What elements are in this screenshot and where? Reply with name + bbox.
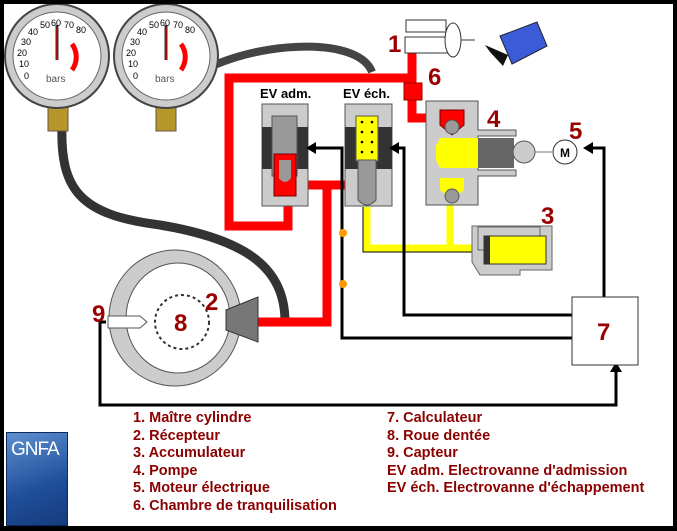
cam-icon xyxy=(512,140,536,164)
receptor xyxy=(225,296,259,343)
ecu-box xyxy=(571,296,639,366)
legend-item: 2. Récepteur xyxy=(133,427,221,444)
diagram-canvas: EV adm. EV éch. M xyxy=(4,3,673,526)
gauge-tick: 50 xyxy=(149,20,159,30)
motor-symbol: M xyxy=(560,146,570,160)
gauge-tick: 50 xyxy=(40,20,50,30)
label-2: 2 xyxy=(205,289,218,316)
connector-dot xyxy=(339,229,347,237)
motor-icon xyxy=(552,139,578,165)
label-1: 1 xyxy=(388,31,401,58)
gauge-tick: 60 xyxy=(51,18,61,28)
ev-ech-valve xyxy=(344,103,393,207)
legend-item: 6. Chambre de tranquilisation xyxy=(133,497,337,514)
legend-item: 4. Pompe xyxy=(133,462,198,479)
chamber-6 xyxy=(403,82,423,101)
gauge-unit: bars xyxy=(155,74,174,85)
legend-item: 3. Accumulateur xyxy=(133,445,246,461)
legend-item: EV adm. Electrovanne d'admission xyxy=(387,462,628,479)
connector-dot xyxy=(339,280,347,288)
label-8: 8 xyxy=(174,310,187,337)
legend-item: 7. Calculateur xyxy=(387,410,483,426)
gauge-tick: 10 xyxy=(128,59,138,69)
brake-pedal-foot-icon xyxy=(499,21,548,65)
gauge-tick: 30 xyxy=(21,37,31,47)
ev-adm-label: EV adm. xyxy=(260,86,311,101)
gauge-tick: 80 xyxy=(185,25,195,35)
pressure-gauge-2: 0 10 20 30 40 50 60 70 80 bars xyxy=(113,3,219,132)
legend-left: 1. Maître cylindre 2. Récepteur 3. Accum… xyxy=(133,410,337,515)
label-5: 5 xyxy=(569,118,582,145)
gauge-tick: 40 xyxy=(137,27,147,37)
gauge-tick: 40 xyxy=(28,27,38,37)
gauge1-hose xyxy=(57,124,290,323)
gauge-unit: bars xyxy=(46,74,65,85)
pressure-gauge-1: 0 10 20 30 40 50 60 70 80 bars xyxy=(4,3,110,132)
gauge-tick: 70 xyxy=(173,20,183,30)
accumulator xyxy=(471,225,553,276)
legend-right: 7. Calculateur 8. Roue dentée 9. Capteur… xyxy=(387,410,644,498)
gauge-tick: 0 xyxy=(24,71,29,81)
gauge-tick: 70 xyxy=(64,20,74,30)
pump xyxy=(425,100,517,206)
wiring xyxy=(98,146,618,407)
label-3: 3 xyxy=(541,203,554,230)
low-pressure-circuit xyxy=(363,198,480,252)
gauge-tick: 20 xyxy=(17,48,27,58)
sensor xyxy=(107,315,148,329)
label-9: 9 xyxy=(92,301,105,328)
legend-item: 8. Roue dentée xyxy=(387,427,491,444)
abs-hydraulic-diagram: EV adm. EV éch. M xyxy=(4,3,639,407)
legend-item: 1. Maître cylindre xyxy=(133,410,252,426)
gauge-tick: 30 xyxy=(130,37,140,47)
ev-adm-valve xyxy=(261,103,309,207)
ev-ech-label: EV éch. xyxy=(343,86,390,101)
toothed-wheel xyxy=(154,294,210,350)
label-4: 4 xyxy=(487,106,501,133)
label-6: 6 xyxy=(428,64,441,91)
gauge-tick: 60 xyxy=(160,18,170,28)
legend-item: 5. Moteur électrique xyxy=(133,480,270,496)
gauge-tick: 20 xyxy=(126,48,136,58)
master-cylinder xyxy=(404,19,475,58)
gauge-tick: 10 xyxy=(19,59,29,69)
label-7: 7 xyxy=(597,319,610,346)
gauge-tick: 80 xyxy=(76,25,86,35)
gnfa-logo: GNFA xyxy=(6,432,68,526)
gauge-tick: 0 xyxy=(133,71,138,81)
legend-item: 9. Capteur xyxy=(387,445,458,461)
logo-text: GNFA xyxy=(11,439,60,460)
legend-item: EV éch. Electrovanne d'échappement xyxy=(387,480,645,496)
arrow-icons xyxy=(306,142,622,372)
